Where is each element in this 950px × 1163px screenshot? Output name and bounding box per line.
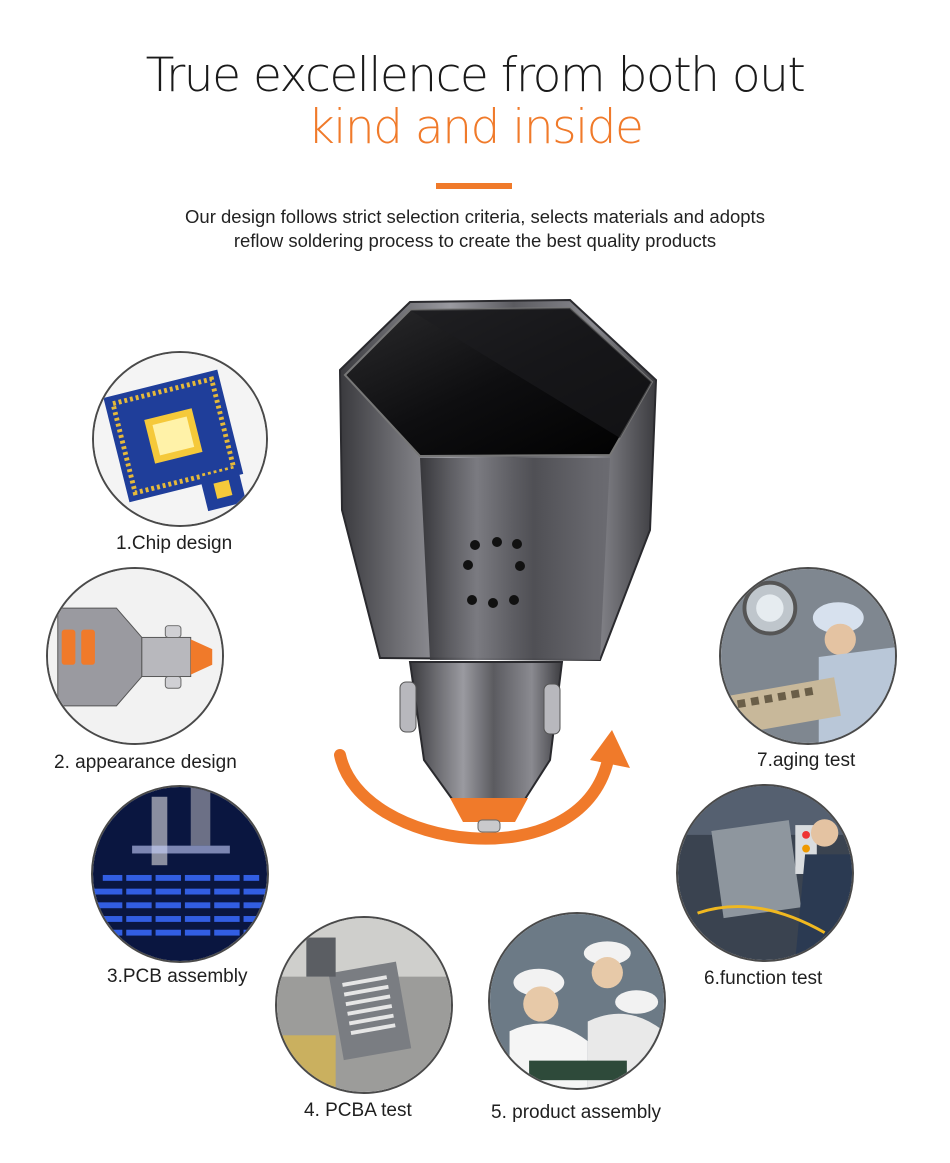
function-test-image bbox=[676, 784, 854, 962]
intro-text-line-2: reflow soldering process to create the b… bbox=[233, 230, 717, 251]
step-6-caption: 6.function test bbox=[704, 968, 823, 989]
step-7-caption: 7.aging test bbox=[757, 750, 856, 771]
accent-divider bbox=[436, 183, 512, 189]
headline-line-1: True excellence from both out bbox=[145, 48, 806, 103]
car-charger-image bbox=[334, 298, 658, 845]
headline-line-2: kind and inside bbox=[307, 100, 644, 155]
pcb-assembly-image bbox=[91, 785, 269, 963]
product-assembly-image bbox=[488, 912, 666, 1090]
step-4-caption: 4. PCBA test bbox=[304, 1100, 412, 1121]
step-3-caption: 3.PCB assembly bbox=[107, 966, 248, 987]
step-1-caption: 1.Chip design bbox=[116, 533, 233, 554]
chip-design-image bbox=[92, 351, 268, 527]
aging-test-image bbox=[719, 567, 897, 745]
appearance-design-image bbox=[46, 567, 224, 745]
pcba-test-image bbox=[275, 916, 453, 1094]
step-2-caption: 2. appearance design bbox=[54, 752, 237, 773]
step-5-caption: 5. product assembly bbox=[491, 1102, 662, 1123]
intro-text-line-1: Our design follows strict selection crit… bbox=[185, 206, 765, 227]
